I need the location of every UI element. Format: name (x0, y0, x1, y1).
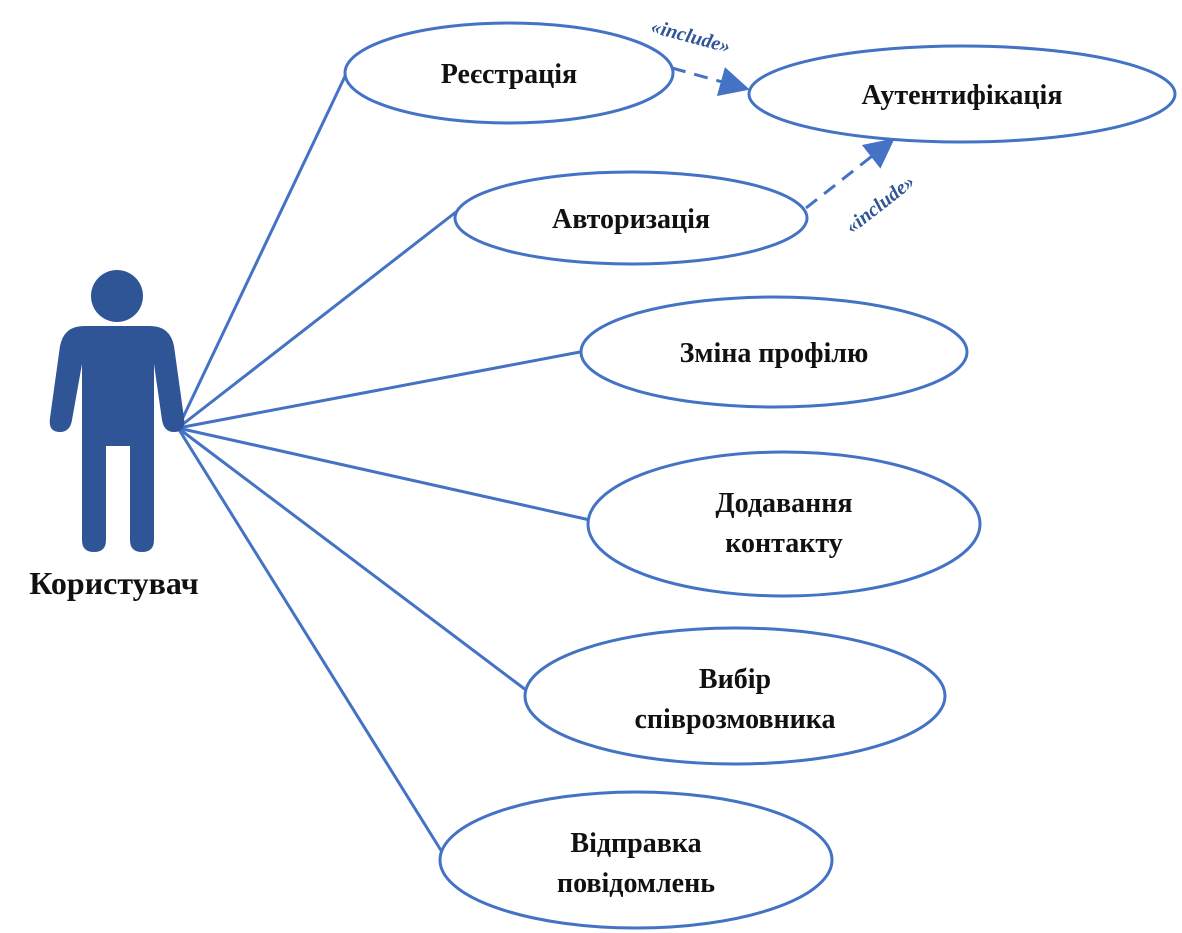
use-case-label: повідомлень (557, 868, 715, 899)
use-case-choose-interlocutor[interactable]: Вибір співрозмовника (523, 626, 947, 766)
use-case-change-profile[interactable]: Зміна профілю (579, 295, 969, 409)
include-arrow-registration (671, 66, 750, 97)
association-registration (176, 69, 350, 429)
use-case-label: Відправка (570, 828, 701, 859)
use-case-ellipse (438, 790, 834, 930)
use-case-ellipse (747, 44, 1177, 144)
use-case-ellipse (343, 21, 675, 125)
use-case-label: Реєстрація (441, 59, 577, 90)
use-case-registration[interactable]: Реєстрація (343, 21, 675, 125)
use-case-ellipse (453, 170, 809, 266)
use-case-authentication[interactable]: Аутентифікація (747, 44, 1177, 144)
use-case-label: Аутентифікація (862, 80, 1063, 111)
use-case-label: співрозмовника (635, 704, 836, 735)
include-label-registration: «include» (649, 16, 733, 58)
use-case-label: Додавання (715, 488, 852, 519)
use-case-label: контакту (725, 528, 843, 559)
use-case-ellipse (523, 626, 947, 766)
use-case-ellipse (579, 295, 969, 409)
use-case-label: Зміна профілю (680, 338, 869, 369)
association-add-contact (177, 426, 591, 522)
association-change-profile (177, 350, 581, 430)
association-send-messages (176, 427, 444, 853)
use-case-send-messages[interactable]: Відправка повідомлень (438, 790, 834, 930)
use-case-add-contact[interactable]: Додавання контакту (586, 450, 982, 598)
use-case-label: Вибір (699, 664, 771, 695)
use-case-label: Авторизація (552, 204, 710, 235)
actor: Користувач (29, 270, 199, 601)
use-case-ellipse (586, 450, 982, 598)
association-choose-interlocutor (177, 426, 527, 692)
include-label-authorization: «include» (842, 171, 919, 238)
associations (176, 69, 591, 853)
person-icon (49, 270, 185, 552)
use-case-authorization[interactable]: Авторизація (453, 170, 809, 266)
actor-label: Користувач (29, 565, 198, 601)
association-authorization (177, 210, 457, 430)
include-arrow-authorization (805, 138, 895, 210)
